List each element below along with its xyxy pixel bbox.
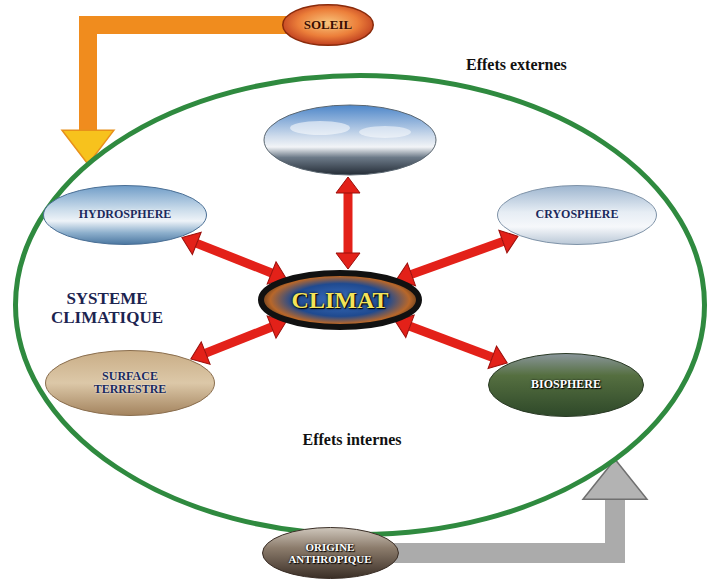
- feedback-arrow: [344, 193, 353, 253]
- influence-arrow: [88, 25, 289, 130]
- node-label: SOLEIL: [304, 18, 352, 32]
- ellipse-shape: [46, 351, 215, 416]
- ellipse-shape: [44, 186, 207, 245]
- node-label: ORIGINE ANTHROPIQUE: [288, 541, 372, 565]
- feedback-arrow: [410, 326, 492, 357]
- atmosphere-picture: [264, 105, 436, 175]
- node-label: SYSTEME CLIMATIQUE: [37, 290, 177, 327]
- ellipse-shape: [261, 273, 419, 327]
- ellipse-shape: [489, 354, 644, 417]
- node-label: CRYOSPHERE: [536, 208, 619, 221]
- sphere-ellipse: CRYOSPHERE: [497, 185, 657, 245]
- climate-ellipse: CLIMAT: [258, 270, 422, 330]
- feedback-arrow: [411, 242, 502, 275]
- climate-system-ellipse: SYSTEME CLIMATIQUE Effets internes HYDROSP…: [13, 73, 707, 537]
- ellipse-shape: [262, 528, 398, 579]
- node-label: SURFACE TERRESTRE: [90, 370, 170, 396]
- anthropic-ellipse: ORIGINE ANTHROPIQUE: [262, 527, 399, 579]
- ellipse-shape: [498, 186, 657, 245]
- sphere-ellipse: SURFACE TERRESTRE: [45, 350, 215, 416]
- cloud-shape: [359, 126, 411, 138]
- node-label: BIOSPHERE: [531, 378, 601, 391]
- effect-label: Effets externes: [466, 56, 567, 74]
- sphere-ellipse: HYDROSPHERE: [43, 185, 207, 245]
- sphere-ellipse: BIOSPHERE: [488, 353, 644, 417]
- node-label: HYDROSPHERE: [79, 208, 172, 221]
- ellipse-shape: [16, 76, 705, 535]
- feedback-arrow: [197, 243, 272, 273]
- node-label: CLIMAT: [292, 287, 389, 313]
- node-label: Effets internes: [267, 431, 437, 449]
- feedback-arrow: [206, 327, 272, 353]
- cloud-shape: [290, 121, 350, 135]
- ellipse-shape: [283, 5, 374, 46]
- influence-arrow: [392, 499, 615, 553]
- sun-ellipse: SOLEIL: [282, 4, 374, 46]
